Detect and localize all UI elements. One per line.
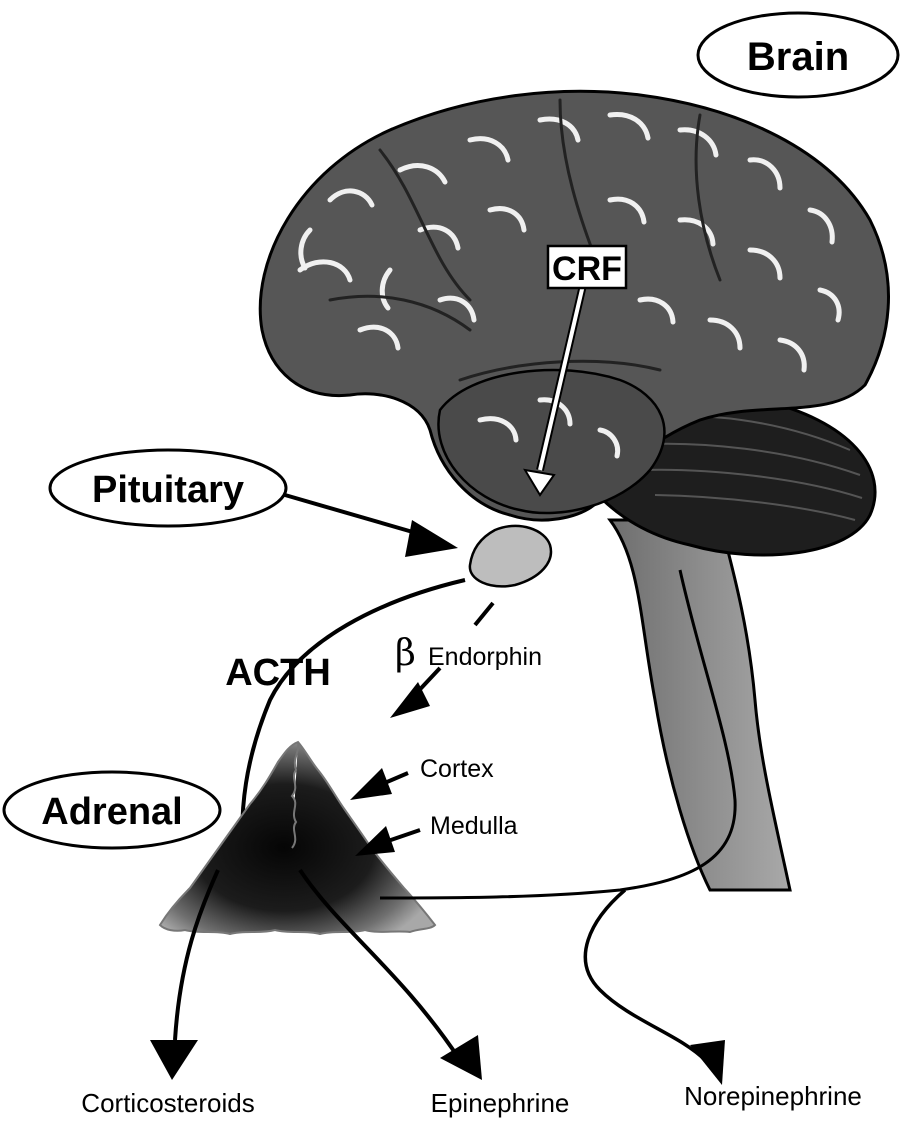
pituitary-gland xyxy=(470,526,551,586)
corticosteroids-label: Corticosteroids xyxy=(81,1088,254,1118)
adrenal-label: Adrenal xyxy=(41,791,182,833)
medulla-label: Medulla xyxy=(430,812,518,840)
corticosteroids-arrowhead xyxy=(150,1040,198,1080)
pituitary-pointer-arrow xyxy=(285,495,458,557)
cortex-label: Cortex xyxy=(420,755,494,783)
endorphin-label: Endorphin xyxy=(428,643,542,671)
norepinephrine-arrowhead xyxy=(690,1040,725,1085)
beta-symbol: β xyxy=(395,633,416,674)
epinephrine-label: Epinephrine xyxy=(431,1088,570,1118)
acth-label: ACTH xyxy=(225,652,331,694)
brainstem xyxy=(610,520,790,890)
brain-label: Brain xyxy=(747,35,849,79)
norepinephrine-pathway xyxy=(585,890,705,1060)
cortex-pointer-arrow xyxy=(350,768,408,800)
norepinephrine-label: Norepinephrine xyxy=(684,1081,862,1111)
crf-label: CRF xyxy=(552,250,622,288)
pituitary-label: Pituitary xyxy=(92,469,244,511)
